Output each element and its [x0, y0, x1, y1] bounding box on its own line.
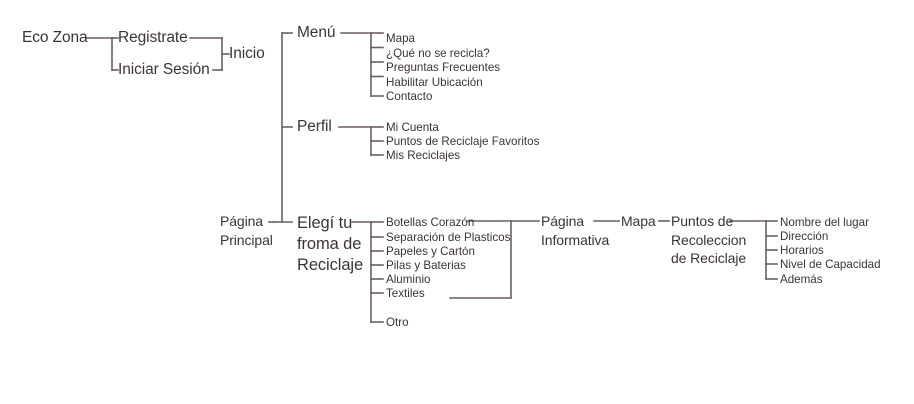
leaf-menu-contacto[interactable]: Contacto	[386, 90, 433, 103]
node-pagina-informativa[interactable]: Página Informativa	[541, 213, 610, 248]
leaf-perfil-mis-reciclajes[interactable]: Mis Reciclajes	[386, 149, 461, 162]
node-inicio[interactable]: Inicio	[229, 45, 265, 62]
leaf-material-aluminio[interactable]: Aluminio	[386, 273, 431, 286]
node-iniciar-sesion[interactable]: Iniciar Sesión	[118, 61, 210, 78]
node-registrate[interactable]: Registrate	[118, 29, 188, 46]
node-menu[interactable]: Menú	[297, 24, 336, 41]
leaf-material-papeles-carton[interactable]: Papeles y Cartón	[386, 245, 475, 258]
node-pagina-principal[interactable]: Página Principal	[220, 213, 273, 248]
node-eco-zona[interactable]: Eco Zona	[22, 29, 88, 46]
leaf-perfil-puntos-favoritos[interactable]: Puntos de Reciclaje Favoritos	[386, 135, 540, 148]
leaf-material-otro[interactable]: Otro	[386, 316, 409, 329]
leaf-material-separacion-plasticos[interactable]: Separación de Plasticos	[386, 231, 511, 244]
leaf-detail-nivel-capacidad[interactable]: Nivel de Capacidad	[780, 258, 881, 271]
leaf-detail-horarios[interactable]: Horarios	[780, 244, 824, 257]
leaf-menu-mapa[interactable]: Mapa	[386, 32, 416, 45]
leaf-menu-que-no-se-recicla[interactable]: ¿Qué no se recicla?	[386, 46, 490, 60]
leaf-material-textiles[interactable]: Textiles	[386, 287, 425, 300]
leaf-perfil-mi-cuenta[interactable]: Mi Cuenta	[386, 121, 439, 134]
node-perfil[interactable]: Perfil	[297, 118, 332, 135]
leaf-material-pilas-baterias[interactable]: Pilas y Baterias	[386, 259, 466, 272]
node-elegi-forma-reciclaje[interactable]: Elegí tu froma de Reciclaje	[297, 214, 364, 274]
leaf-detail-ademas[interactable]: Además	[780, 273, 823, 286]
node-mapa[interactable]: Mapa	[621, 213, 656, 229]
leaf-material-botellas-corazon[interactable]: Botellas Corazón	[386, 216, 475, 229]
node-puntos-recoleccion[interactable]: Puntos de Recoleccion de Reciclaje	[671, 213, 747, 266]
leaf-menu-habilitar-ubicacion[interactable]: Habilitar Ubicación	[386, 75, 483, 89]
leaf-detail-direccion[interactable]: Dirección	[780, 230, 829, 243]
leaf-detail-nombre-lugar[interactable]: Nombre del lugar	[780, 216, 869, 229]
leaf-menu-preguntas-frecuentes[interactable]: Preguntas Frecuentes	[386, 61, 501, 74]
